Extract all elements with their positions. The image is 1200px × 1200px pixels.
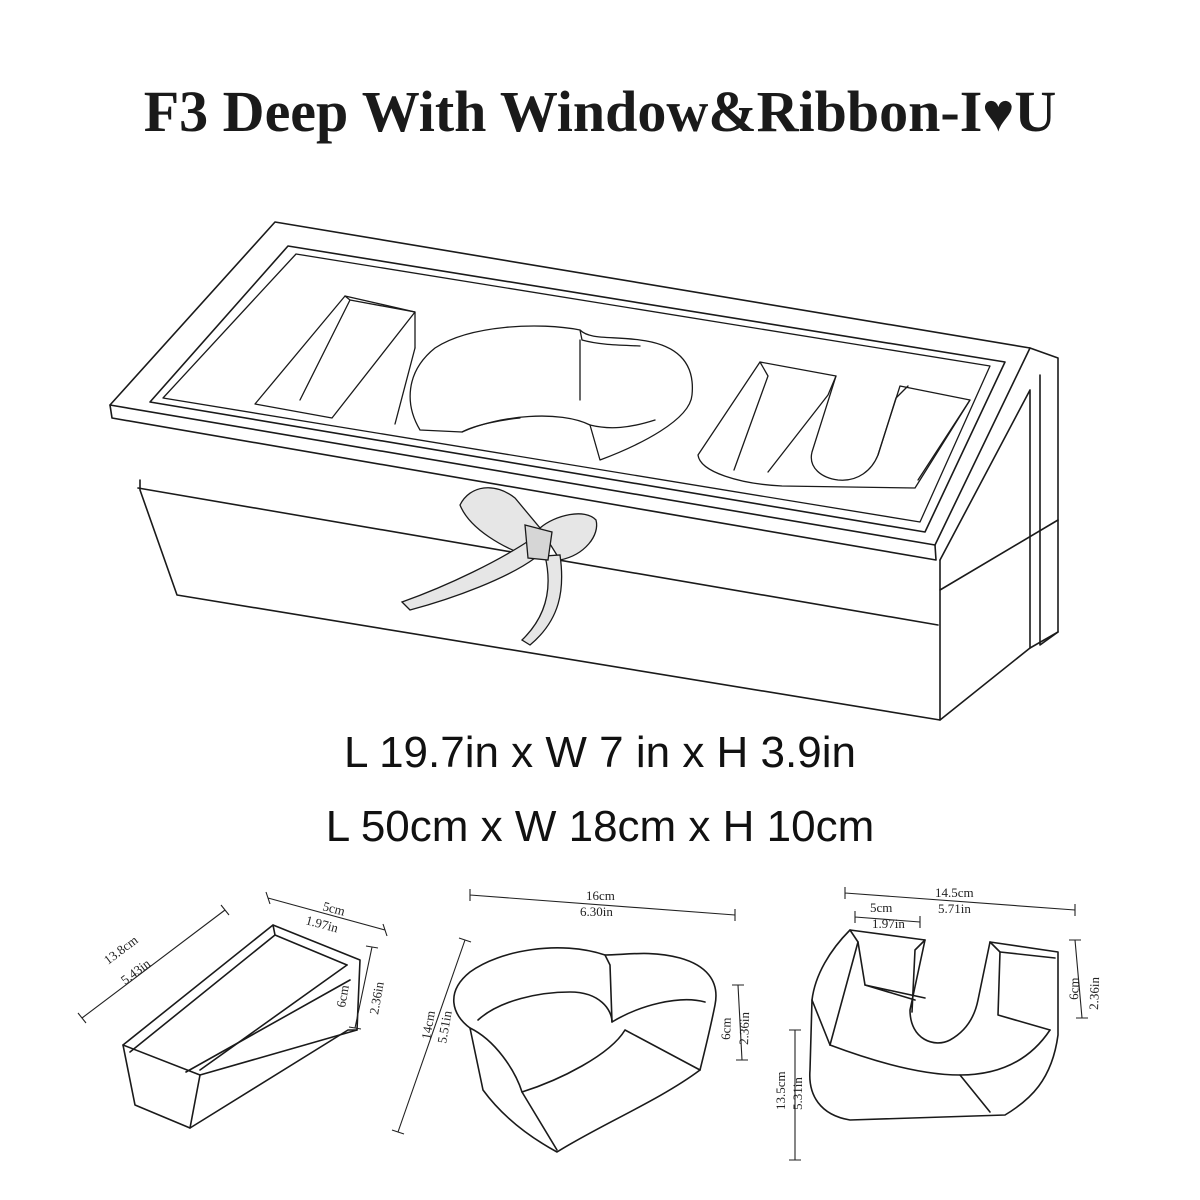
insert-i-height-in: 2.36in — [366, 980, 387, 1015]
insert-i-width-cm: 5cm — [321, 898, 347, 918]
insert-heart-width-cm: 16cm — [586, 888, 615, 903]
window-insert-heart — [409, 325, 694, 461]
insert-u-arm-cm: 5cm — [870, 900, 892, 915]
insert-u-arm-in: 1.97in — [872, 916, 905, 931]
insert-i-height-cm: 6cm — [333, 984, 352, 1009]
window-insert-i — [254, 295, 416, 425]
insert-u-width-cm: 14.5cm — [935, 885, 974, 900]
insert-heart-height-cm: 6cm — [718, 1017, 734, 1040]
insert-heart — [391, 889, 748, 1153]
main-gift-box — [109, 221, 1059, 721]
box-base-side-edge — [939, 519, 1059, 591]
insert-u-height-cm: 6cm — [1066, 977, 1082, 1000]
insert-u-depth-cm: 13.5cm — [773, 1071, 788, 1110]
insert-letter-u — [789, 887, 1088, 1161]
insert-heart-depth-in: 5.51in — [434, 1009, 455, 1044]
diagram-title: F3 Deep With Window&Ribbon-I♥U — [0, 78, 1200, 145]
insert-u-width-in: 5.71in — [938, 901, 971, 916]
insert-u-depth-in: 5.31in — [790, 1077, 805, 1110]
box-window-inner — [162, 253, 991, 523]
window-insert-u — [697, 361, 971, 489]
ribbon-bow — [400, 487, 598, 646]
box-base-front — [139, 479, 941, 721]
insert-heart-depth-cm: 14cm — [418, 1009, 438, 1040]
heart-icon: ♥ — [982, 83, 1015, 143]
insert-u-height-in: 2.36in — [1086, 976, 1102, 1010]
box-window — [149, 245, 1006, 533]
dimensions-metric: L 50cm x W 18cm x H 10cm — [325, 802, 875, 851]
insert-heart-width-in: 6.30in — [580, 904, 613, 919]
insert-letter-i — [77, 891, 388, 1129]
insert-i-length-in: 5.43in — [118, 955, 154, 987]
box-lid-edge — [109, 404, 937, 561]
title-prefix: F3 Deep With Window&Ribbon-I — [143, 79, 983, 144]
box-base-side — [939, 389, 1031, 721]
insert-heart-height-in: 2.36in — [736, 1011, 752, 1045]
title-suffix: U — [1014, 79, 1057, 144]
box-lid-side — [1029, 347, 1059, 649]
box-hinge — [1039, 374, 1059, 646]
dimensions-imperial: L 19.7in x W 7 in x H 3.9in — [344, 728, 856, 777]
